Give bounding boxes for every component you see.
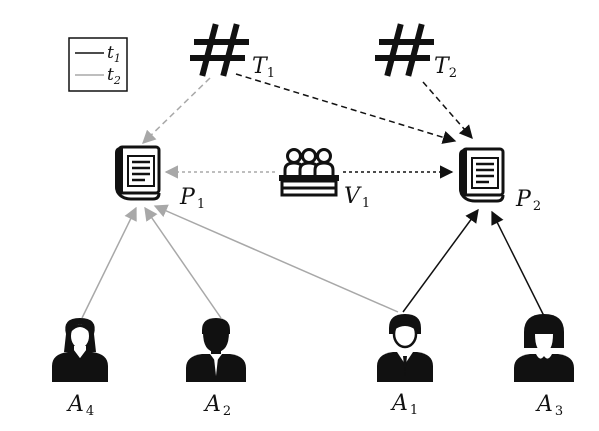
edge-a1-p2 [402, 208, 479, 313]
legend-label-t1: t1 [107, 43, 121, 65]
woman-short-hair-icon [514, 314, 574, 382]
node-t2-label: T2 [434, 54, 457, 81]
document-icon [459, 147, 505, 203]
man-suit-icon [377, 314, 433, 382]
hashtag-icon [375, 23, 434, 77]
hashtag-icon [190, 23, 249, 77]
audience-icon [279, 148, 339, 197]
node-t2: T2 [375, 23, 457, 81]
edge-a3-p2 [491, 210, 545, 317]
edge-a2-p1 [144, 206, 222, 319]
edge-t1-p2 [235, 73, 457, 144]
legend-box [68, 37, 128, 92]
edge-t2-p2 [422, 81, 473, 140]
edge-a1-p1 [153, 204, 399, 313]
edge-a4-p1 [81, 206, 137, 319]
legend: t1 t2 [68, 37, 128, 92]
edge-t1-p1 [142, 77, 211, 144]
node-t1-label: T1 [252, 54, 275, 81]
legend-label-t2: t2 [107, 65, 121, 87]
document-icon [115, 145, 161, 201]
edges [81, 73, 545, 319]
node-t1: T1 [190, 23, 275, 81]
woman-icon [52, 318, 108, 382]
man-icon [186, 318, 246, 382]
